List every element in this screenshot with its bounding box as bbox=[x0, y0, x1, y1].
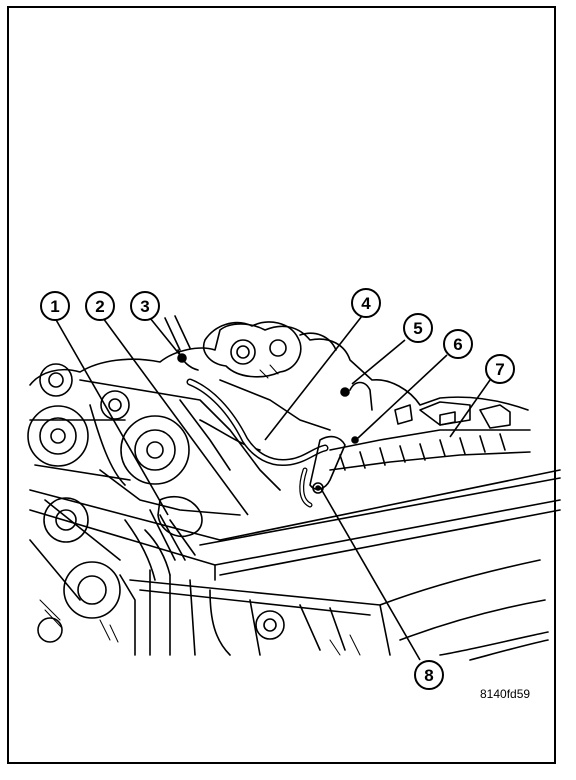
leader-8 bbox=[319, 486, 421, 661]
callout-5: 5 bbox=[403, 313, 433, 343]
leader-1 bbox=[54, 317, 169, 516]
callout-6: 6 bbox=[443, 329, 473, 359]
leader-4 bbox=[264, 315, 363, 441]
callout-2-label: 2 bbox=[95, 297, 104, 316]
callout-3-label: 3 bbox=[140, 297, 149, 316]
diagram-frame bbox=[7, 6, 556, 764]
callout-7: 7 bbox=[485, 354, 515, 384]
callout-2: 2 bbox=[85, 291, 115, 321]
leader-6 bbox=[357, 354, 448, 439]
callout-4: 4 bbox=[351, 288, 381, 318]
callout-5-label: 5 bbox=[413, 319, 422, 338]
callout-1-label: 1 bbox=[50, 297, 59, 316]
leader-lines bbox=[54, 315, 491, 661]
callouts: 1 2 3 4 5 6 7 8 bbox=[40, 288, 515, 690]
callout-7-label: 7 bbox=[495, 360, 504, 379]
leader-2 bbox=[102, 317, 249, 516]
callout-8: 8 bbox=[414, 660, 444, 690]
callout-4-label: 4 bbox=[361, 294, 371, 313]
callout-8-label: 8 bbox=[424, 666, 433, 685]
figure-id-label: 8140fd59 bbox=[480, 687, 531, 701]
callout-6-label: 6 bbox=[453, 335, 462, 354]
leader-3 bbox=[149, 317, 181, 356]
callout-1: 1 bbox=[40, 291, 70, 321]
leader-7 bbox=[449, 379, 491, 438]
callout-3: 3 bbox=[130, 291, 160, 321]
engine-illustration bbox=[27, 315, 561, 661]
leader-5 bbox=[351, 339, 406, 385]
